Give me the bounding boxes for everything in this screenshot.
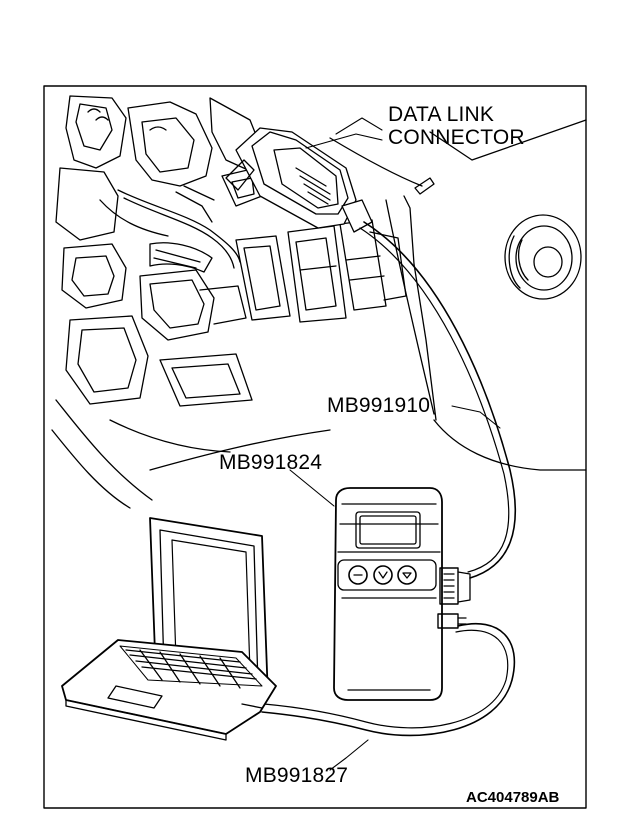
label-mb991910: MB991910 <box>327 394 431 417</box>
leader-lines <box>289 117 501 771</box>
vehicle-communication-interface <box>333 487 471 701</box>
data-link-connector <box>225 127 373 233</box>
figure-frame <box>43 85 587 809</box>
laptop-pc <box>61 517 277 741</box>
label-data-link-connector-line1: DATA LINK <box>388 103 495 126</box>
cable-mb991910-path <box>359 221 517 579</box>
label-mb991827: MB991827 <box>245 764 349 787</box>
label-data-link-connector-line2: CONNECTOR <box>388 126 525 149</box>
figure-id: AC404789AB <box>466 789 560 806</box>
label-mb991824: MB991824 <box>219 451 323 474</box>
cable-mb991827-path <box>261 623 516 737</box>
dashboard-drawing <box>51 95 587 509</box>
